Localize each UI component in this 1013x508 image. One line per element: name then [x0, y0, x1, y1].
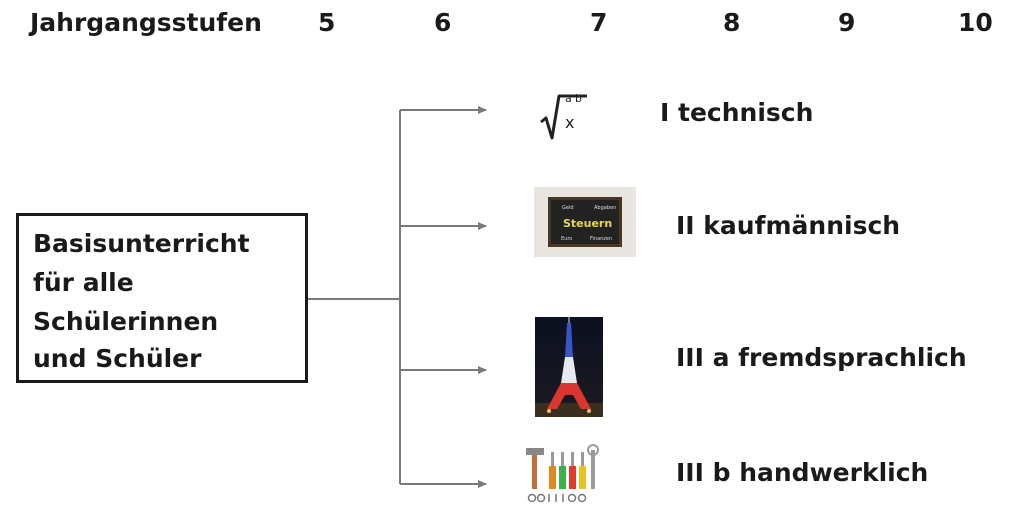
grade-6: 6 — [434, 8, 452, 37]
square-root-math-icon: x a b — [540, 92, 587, 140]
basis-line-1: Basisunterricht — [33, 229, 250, 258]
branch-label-fremdsprachlich: III a fremdsprachlich — [676, 343, 967, 372]
basis-unterricht-box: Basisunterricht für alle Schülerinnen un… — [16, 213, 308, 383]
branch-label-kaufmaennisch: II kaufmännisch — [676, 211, 901, 240]
chalk-word-finanzen: Finanzen — [590, 236, 612, 242]
eiffel-tower-photo — [535, 317, 603, 417]
chalk-word-steuern: Steuern — [563, 217, 612, 230]
grade-header-label: Jahrgangsstufen — [30, 8, 262, 37]
grade-5: 5 — [318, 8, 336, 37]
chalk-word-abgaben: Abgaben — [594, 205, 616, 211]
grade-7: 7 — [590, 8, 608, 37]
tools-icon — [526, 444, 599, 503]
branch-label-handwerklich: III b handwerklich — [676, 458, 929, 487]
svg-text:a: a — [565, 92, 572, 105]
basis-line-3: Schülerinnen — [33, 307, 219, 336]
grade-9: 9 — [838, 8, 856, 37]
basis-line-4: und Schüler — [33, 344, 202, 373]
chalk-word-euro: Euro — [561, 236, 572, 242]
grade-10: 10 — [958, 8, 993, 37]
grade-8: 8 — [723, 8, 741, 37]
basis-line-2: für alle — [33, 268, 134, 297]
chalkboard-steuern-icon: Geld Abgaben Steuern Euro Finanzen — [534, 187, 636, 257]
svg-text:b: b — [575, 92, 582, 105]
svg-text:x: x — [565, 113, 574, 132]
branch-label-technisch: I technisch — [660, 98, 814, 127]
chalk-word-geld: Geld — [562, 205, 574, 211]
